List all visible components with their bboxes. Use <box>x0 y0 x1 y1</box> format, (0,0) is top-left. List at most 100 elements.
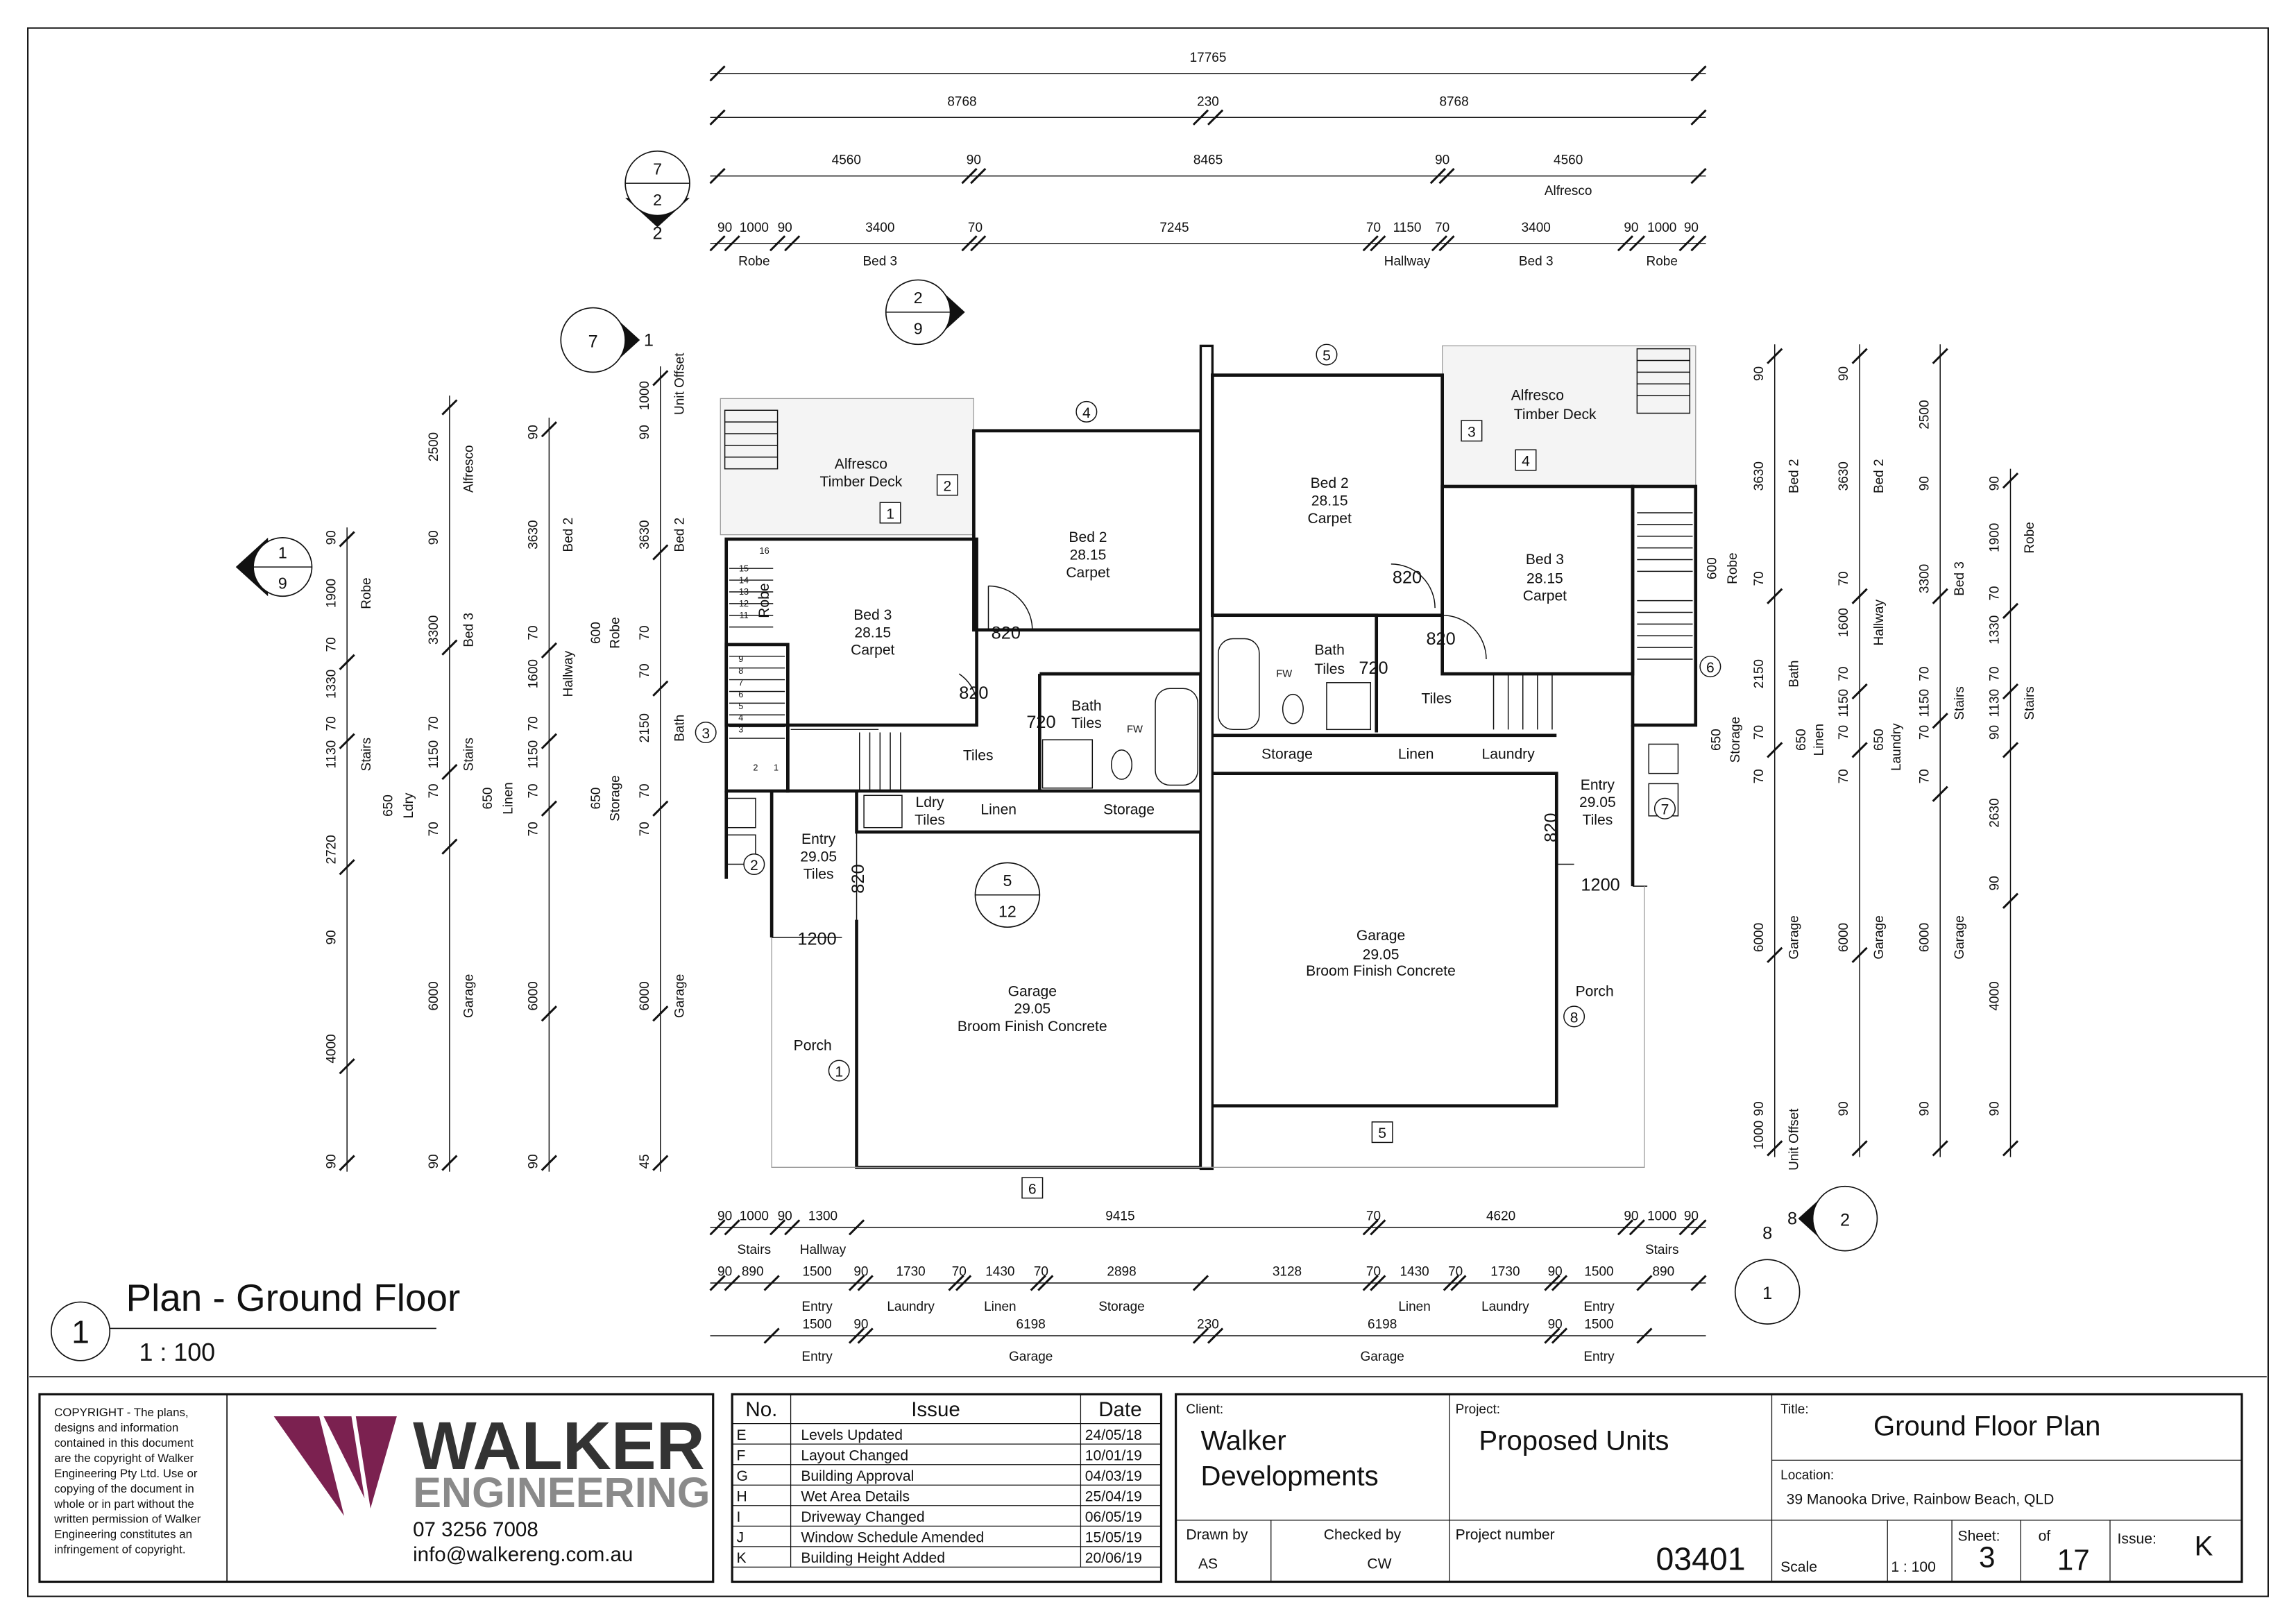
dimension-label: Ldry <box>402 792 416 818</box>
dimension-value: 3300 <box>427 615 441 645</box>
revision-date: 25/04/19 <box>1085 1488 1142 1504</box>
room-label: Alfresco <box>835 457 887 473</box>
dimension-label: Bath <box>1787 661 1801 688</box>
dimension-value: 4560 <box>832 153 861 168</box>
dimension-label: Stairs <box>2023 686 2037 720</box>
section-number: 2 <box>1840 1211 1850 1230</box>
door-tag <box>1653 797 1676 819</box>
dimension-tick <box>970 235 987 252</box>
dimension-label: Laundry <box>1889 723 1904 771</box>
dimension-value: 2500 <box>427 432 441 461</box>
dimension-tick <box>1636 1275 1653 1291</box>
dimension-tick <box>441 1155 458 1171</box>
dimension-value: 1000 <box>1647 221 1676 235</box>
copyright-text: copying of the document in <box>54 1482 194 1495</box>
dimension-tick <box>1636 1327 1653 1344</box>
dimension-label: Bed 3 <box>862 254 897 269</box>
client-line2: Developments <box>1200 1461 1378 1491</box>
dimension-tick <box>2002 472 2019 489</box>
revision-issue: Wet Area Details <box>801 1488 910 1504</box>
dimension-tick <box>955 1275 972 1291</box>
section-marker[interactable]: 512 <box>974 862 1041 928</box>
dimension-value: 1130 <box>324 740 339 769</box>
room-label: 820 <box>1541 813 1561 842</box>
section-marker[interactable]: 722 <box>624 150 690 244</box>
dimension-tick <box>1690 65 1707 82</box>
dimension-tick <box>1370 1219 1386 1236</box>
dimension-value: 70 <box>1366 1209 1381 1223</box>
dimension-value: 1150 <box>526 740 541 769</box>
dimension-value: 2898 <box>1107 1264 1136 1279</box>
copyright-text: Engineering constitutes an <box>54 1528 192 1541</box>
door-tag <box>828 1060 850 1082</box>
dimension-tick <box>961 168 978 185</box>
dimension-value: 90 <box>1917 476 1932 491</box>
window-tag-number: 1 <box>886 506 894 522</box>
room-label: Bath <box>1071 698 1101 714</box>
client-label: Client: <box>1186 1402 1223 1417</box>
dimension-tick <box>1362 1219 1379 1236</box>
dimension-label: Garage <box>1787 915 1801 959</box>
section-marker[interactable]: 28 <box>1787 1185 1878 1252</box>
dimension-tick <box>652 544 669 561</box>
client-line1: Walker <box>1200 1426 1286 1456</box>
dimension-tick <box>1431 235 1448 252</box>
dimension-value: 1730 <box>1490 1264 1520 1279</box>
copyright-text: infringement of copyright. <box>54 1543 185 1556</box>
dimension-tick <box>339 654 355 670</box>
alfresco-deck-left <box>720 398 975 536</box>
stair-number: 7 <box>738 678 743 688</box>
door-tag-number: 3 <box>701 726 710 742</box>
dimension-tick <box>769 1219 786 1236</box>
dimension-label: Bed 2 <box>1787 459 1801 493</box>
dimension-tick <box>1767 742 1783 758</box>
dimension-tick <box>1037 1275 1054 1291</box>
stair-number: 1 <box>774 763 779 772</box>
dimension-value: 90 <box>717 1264 732 1279</box>
dimension-value: 1430 <box>1400 1264 1429 1279</box>
dimension-tick <box>1767 348 1783 364</box>
stair-number: 5 <box>738 702 743 711</box>
sheet-reference: 8 <box>1762 1224 1772 1243</box>
checked-by-label: Checked by <box>1324 1527 1402 1543</box>
dimension-value: 70 <box>638 663 652 678</box>
dimension-tick <box>541 1155 557 1171</box>
dimension-tick <box>1030 1275 1046 1291</box>
dimension-tick <box>1851 348 1868 364</box>
dimension-value: 1130 <box>1988 689 2002 717</box>
room-label: Storage <box>1103 802 1155 818</box>
revision-date: 24/05/18 <box>1085 1427 1142 1443</box>
room-label: Bed 3 <box>853 607 892 623</box>
stair-number: 6 <box>738 690 743 699</box>
dimension-value: 90 <box>967 153 981 168</box>
dimension-value: 90 <box>853 1317 868 1332</box>
dimension-tick <box>1932 785 1948 802</box>
dimension-tick <box>709 65 726 82</box>
section-marker[interactable]: 18 <box>1734 1224 1801 1325</box>
window-tag-number: 3 <box>1468 424 1476 440</box>
room-label: 28.15 <box>1070 547 1107 563</box>
dimension-tick <box>2002 602 2019 619</box>
revision-issue: Window Schedule Amended <box>801 1530 984 1546</box>
dimension-tick <box>1629 235 1645 252</box>
section-marker-circle <box>1734 1259 1801 1325</box>
dimension-label: Entry <box>1583 1300 1615 1314</box>
dimension-label: Linen <box>502 782 516 814</box>
issue-label: Issue: <box>2118 1531 2157 1547</box>
section-marker[interactable]: 19 <box>235 537 313 597</box>
dimension-tick <box>1192 109 1209 126</box>
dimension-tick <box>709 1275 726 1291</box>
dimension-value: 70 <box>526 822 541 836</box>
dimension-tick <box>1370 235 1386 252</box>
dimension-label: 600 <box>1705 557 1719 579</box>
door-tag-number: 2 <box>750 858 758 874</box>
dimension-value: 90 <box>1624 221 1638 235</box>
section-marker[interactable]: 29 <box>885 279 965 346</box>
stair-number: 2 <box>753 763 758 772</box>
dimension-tick <box>1851 1140 1868 1157</box>
dimension-tick <box>652 680 669 697</box>
dimension-value: 3630 <box>1752 461 1767 491</box>
dimension-tick <box>1932 1140 1948 1157</box>
project-label: Project: <box>1456 1402 1500 1417</box>
